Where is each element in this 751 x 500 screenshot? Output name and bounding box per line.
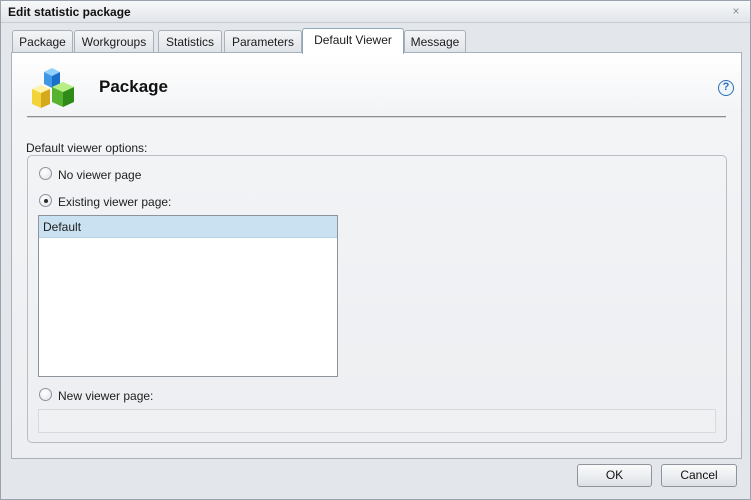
tab-workgroups[interactable]: Workgroups bbox=[74, 30, 154, 53]
ok-button[interactable]: OK bbox=[577, 464, 652, 487]
tab-package[interactable]: Package bbox=[12, 30, 73, 53]
header-divider bbox=[27, 116, 726, 118]
default-viewer-options-label: Default viewer options: bbox=[26, 141, 148, 155]
title-bar[interactable]: Edit statistic package × bbox=[1, 1, 750, 23]
radio-no-viewer-page[interactable] bbox=[39, 167, 52, 180]
radio-existing-viewer-page[interactable] bbox=[39, 194, 52, 207]
tab-parameters[interactable]: Parameters bbox=[224, 30, 302, 53]
new-viewer-page-input[interactable] bbox=[38, 409, 716, 433]
tab-statistics[interactable]: Statistics bbox=[158, 30, 222, 53]
default-viewer-panel: Package ? Default viewer options: No vie… bbox=[11, 52, 742, 459]
no-viewer-page-label[interactable]: No viewer page bbox=[58, 168, 142, 182]
close-icon[interactable]: × bbox=[732, 4, 740, 18]
radio-new-viewer-page[interactable] bbox=[39, 388, 52, 401]
help-icon[interactable]: ? bbox=[718, 80, 734, 96]
package-cubes-icon bbox=[32, 68, 74, 108]
default-viewer-options-group: No viewer page Existing viewer page: Def… bbox=[27, 155, 727, 443]
existing-viewer-page-label[interactable]: Existing viewer page: bbox=[58, 195, 172, 209]
tab-default-viewer[interactable]: Default Viewer bbox=[302, 28, 404, 54]
list-item[interactable]: Default bbox=[39, 216, 337, 238]
tab-message[interactable]: Message bbox=[404, 30, 466, 53]
existing-viewer-page-list[interactable]: Default bbox=[38, 215, 338, 377]
dialog-title: Edit statistic package bbox=[8, 5, 131, 19]
new-viewer-page-label[interactable]: New viewer page: bbox=[58, 389, 154, 403]
cancel-button[interactable]: Cancel bbox=[661, 464, 737, 487]
page-title: Package bbox=[99, 77, 168, 96]
